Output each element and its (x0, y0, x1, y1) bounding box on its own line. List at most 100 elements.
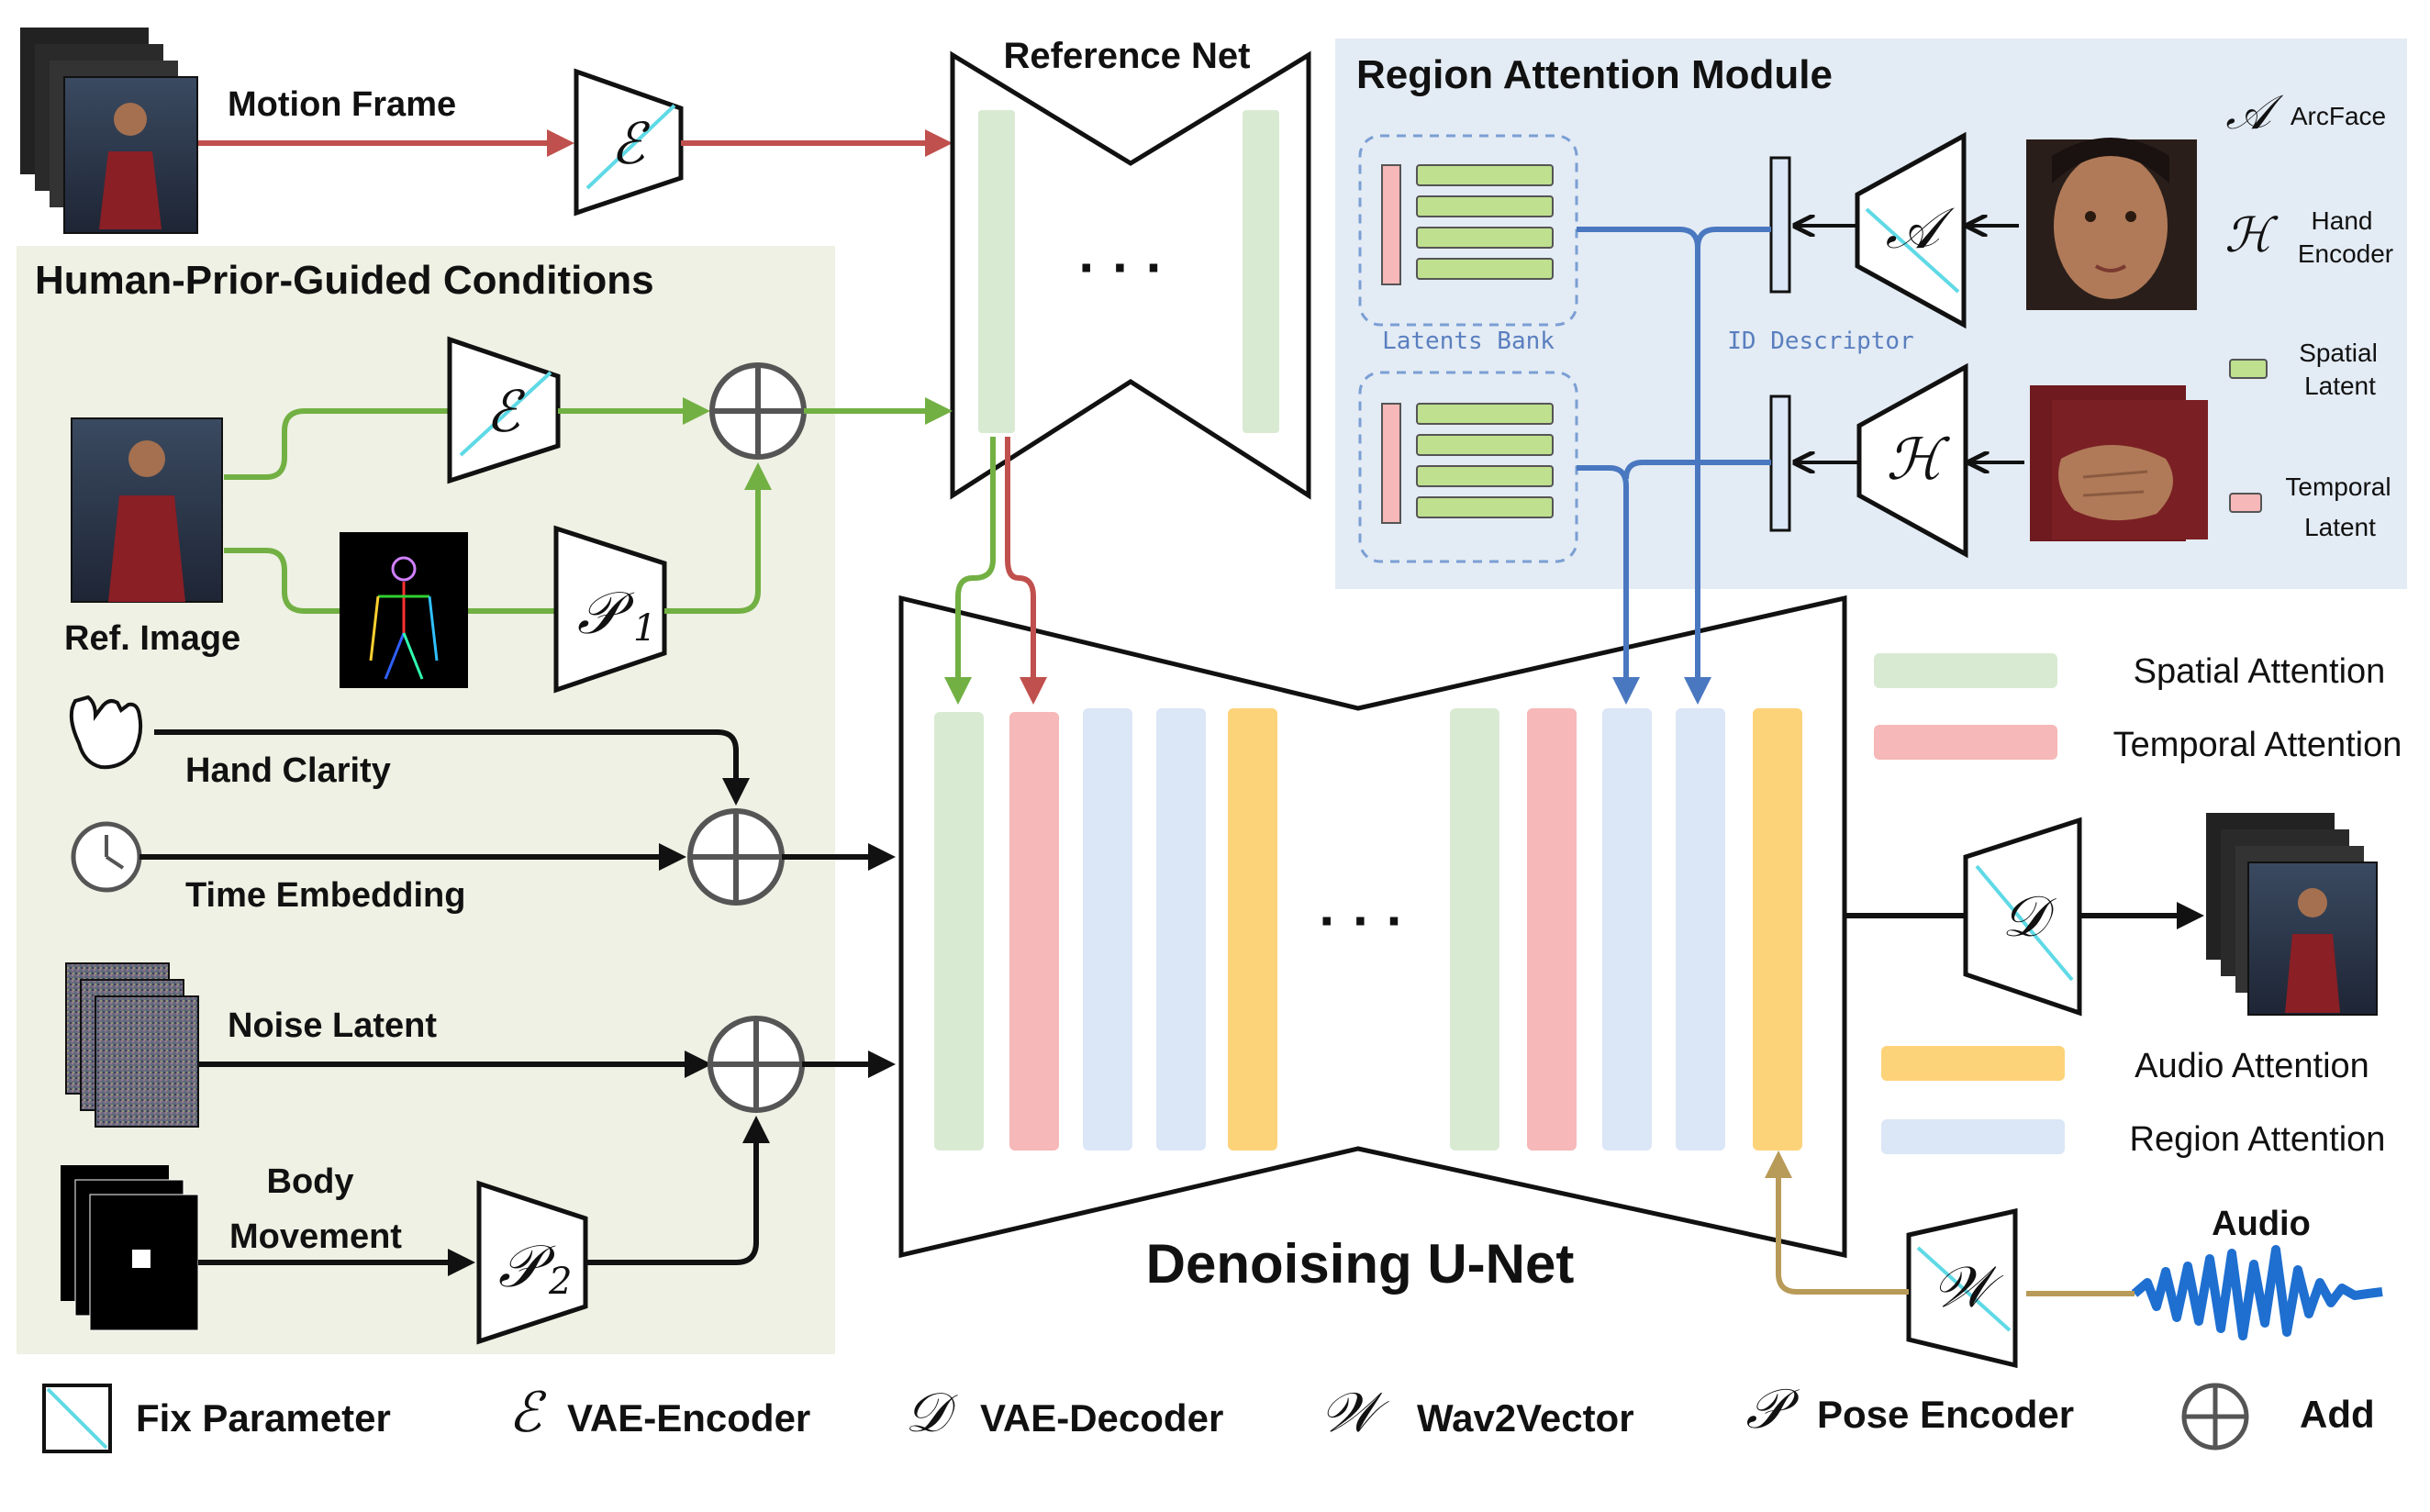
refnet-spatial-arrow (944, 437, 996, 705)
hand-icon (69, 695, 143, 770)
wav2vector-label: Wav2Vector (1417, 1396, 1634, 1440)
latents-bank-2 (1358, 371, 1578, 563)
fix-parameter-icon (42, 1384, 112, 1453)
ref-image-label: Ref. Image (64, 619, 240, 658)
human-prior-title: Human-Prior-Guided Conditions (35, 258, 654, 303)
svg-text:1: 1 (633, 607, 656, 650)
ref-to-pose-path (224, 548, 340, 614)
svg-text:ℰ: ℰ (610, 110, 650, 177)
id-descriptor-label: ID Descriptor (1727, 328, 1914, 355)
unet-audio-attn-1 (1228, 708, 1277, 1151)
wav2vector-symbol: 𝒲 (1321, 1381, 1390, 1445)
temporal-attention-label: Temporal Attention (2113, 726, 2402, 764)
motion-frame-label: Motion Frame (228, 85, 456, 124)
pose-encoder-p1: 𝒫 1 (553, 525, 667, 694)
vae-encoder-label: VAE-Encoder (567, 1396, 810, 1440)
arcface-legend-label: ArcFace (2291, 102, 2386, 130)
clock-icon (71, 821, 142, 893)
body-movement-stack (61, 1165, 199, 1331)
pose-encoder-p2: 𝒫 2 (476, 1180, 588, 1345)
temporal-latent-line2: Latent (2304, 513, 2376, 541)
hand-encoder-symbol: ℋ (2224, 208, 2279, 263)
body-label-line2: Movement (229, 1217, 402, 1256)
reference-net: · · · (950, 50, 1311, 500)
p1-to-add-arrow (664, 462, 772, 614)
spatial-latent-swatch (2229, 359, 2268, 379)
hand-legend-line1: Hand (2312, 206, 2373, 235)
vae-decoder-label: VAE-Decoder (980, 1396, 1223, 1440)
svg-text:· · ·: · · · (1319, 890, 1404, 951)
unet-region-attn-4 (1676, 708, 1725, 1151)
svg-text:2: 2 (548, 1261, 572, 1303)
unet-region-attn-1 (1083, 708, 1132, 1151)
spatial-latent-line1: Spatial (2299, 339, 2378, 367)
fix-parameter-label: Fix Parameter (136, 1396, 391, 1440)
hand-clarity-label: Hand Clarity (185, 751, 391, 790)
vae-decoder: 𝒟 (1963, 817, 2082, 1017)
pose-skeleton-image (340, 532, 468, 688)
output-video-frames (2206, 813, 2378, 1016)
arcface-encoder: 𝒜 (1855, 131, 1967, 329)
unet-audio-attn-2 (1753, 708, 1802, 1151)
wav-to-unet-arrow (1765, 1151, 1909, 1295)
unet-region-attn-2 (1156, 708, 1206, 1151)
reference-image (71, 417, 223, 603)
pose-encoder-label: Pose Encoder (1817, 1393, 2074, 1436)
spatial-attention-swatch (1874, 653, 2057, 688)
unet-region-attn-3 (1602, 708, 1652, 1151)
region-attention-swatch (1881, 1119, 2065, 1154)
audio-waveform (2131, 1245, 2383, 1340)
audio-attention-swatch (1881, 1046, 2065, 1081)
id-descriptor-hand (1769, 395, 1791, 532)
unet-temporal-attn-2 (1527, 708, 1577, 1151)
unet-temporal-attn-1 (1009, 712, 1059, 1151)
motion-frame-stack (20, 28, 198, 234)
face-image (2026, 138, 2197, 310)
hand-image (2030, 385, 2208, 541)
ref-to-encoder-path (224, 408, 450, 480)
noise-latent-label: Noise Latent (228, 1006, 437, 1045)
unet-title: Denoising U-Net (1146, 1233, 1575, 1295)
time-embedding-label: Time Embedding (185, 876, 465, 915)
id-face-to-unet-path (1695, 227, 1771, 249)
unet-spatial-attn-2 (1450, 708, 1499, 1151)
latents-bank-label: Latents Bank (1382, 328, 1555, 355)
wav2vector-encoder: 𝒲 (1906, 1207, 2018, 1369)
id-hand-to-unet-path (1623, 460, 1771, 480)
unet-spatial-attn-1 (934, 712, 984, 1151)
add-legend-label: Add (2300, 1393, 2375, 1436)
add-node-noise (708, 1016, 805, 1113)
spatial-latent-line2: Latent (2304, 372, 2376, 400)
body-label-line1: Body (267, 1162, 354, 1201)
add-node-embedding (687, 808, 785, 906)
bank2-to-unet-path (1577, 465, 1640, 705)
pose-encoder-symbol: 𝒫 (1745, 1377, 1800, 1441)
add-node-reference (709, 362, 807, 460)
id-descriptor-face (1769, 156, 1791, 294)
vae-encoder-motion: ℰ (574, 68, 684, 217)
svg-text:· · ·: · · · (1078, 237, 1164, 298)
denoising-unet: · · · (898, 595, 1847, 1259)
region-attention-label: Region Attention (2130, 1120, 2386, 1159)
hand-legend-line2: Encoder (2298, 239, 2393, 268)
refnet-temporal-arrow (1005, 437, 1047, 705)
hand-encoder: ℋ (1856, 362, 1968, 559)
latents-bank-1 (1358, 134, 1578, 327)
region-module-title: Region Attention Module (1356, 52, 1833, 97)
hand-clarity-arrow (154, 729, 750, 806)
noise-latent-stack (65, 962, 199, 1128)
vae-encoder-reference: ℰ (447, 336, 561, 484)
vae-decoder-symbol: 𝒟 (905, 1381, 958, 1445)
temporal-latent-line1: Temporal (2285, 472, 2391, 501)
temporal-attention-swatch (1874, 725, 2057, 760)
svg-text:ℋ: ℋ (1886, 426, 1950, 493)
spatial-attention-label: Spatial Attention (2134, 652, 2386, 691)
temporal-latent-swatch (2229, 493, 2262, 513)
p2-to-add-arrow (585, 1116, 770, 1265)
audio-attention-label: Audio Attention (2135, 1047, 2369, 1085)
add-legend-icon (2181, 1383, 2249, 1451)
reference-net-title: Reference Net (1003, 36, 1250, 76)
vae-encoder-symbol: ℰ (508, 1381, 547, 1445)
svg-text:ℰ: ℰ (485, 378, 525, 445)
